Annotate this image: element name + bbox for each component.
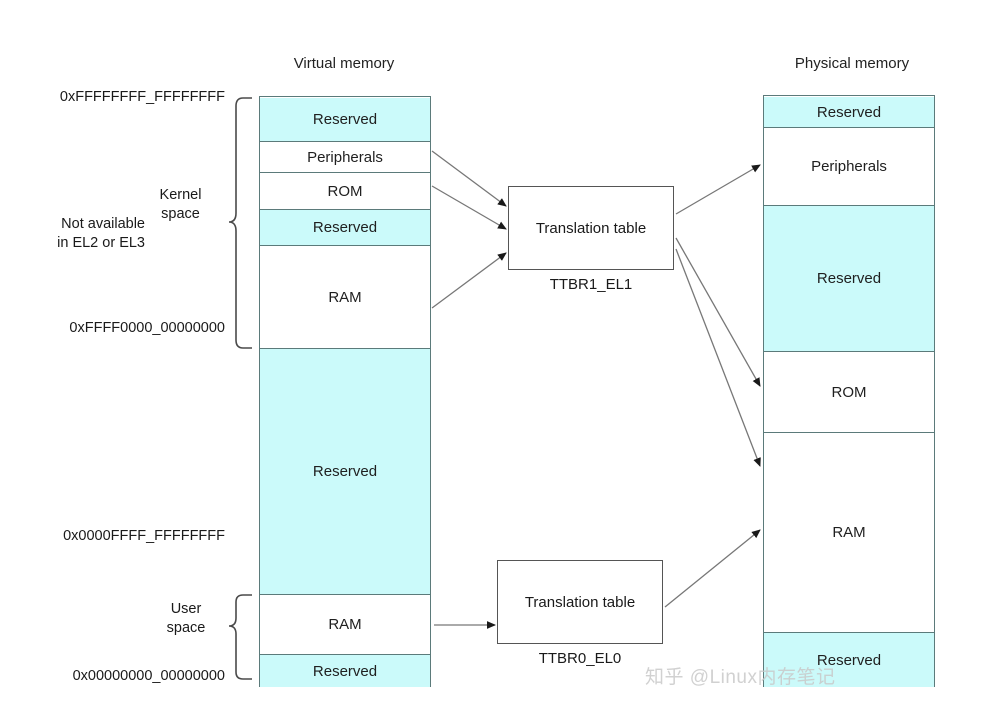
address-label-user-top: 0x0000FFFF_FFFFFFFF [63, 528, 225, 544]
physical-memory-block-label: Reserved [816, 651, 882, 669]
arrow-ttbr1-to-ram [675, 248, 761, 467]
translation-table-ttbr1-caption: TTBR1_EL1 [549, 276, 633, 293]
arrow-ttbr1-to-rom [675, 237, 761, 387]
address-label-kernel-base: 0xFFFF0000_00000000 [69, 320, 225, 336]
arrow-kernel-ram-to-ttbr1 [431, 252, 507, 309]
translation-table-ttbr0-caption: TTBR0_EL0 [538, 650, 622, 667]
physical-memory-block-reserved: Reserved [764, 97, 934, 128]
physical-memory-title: Physical memory [794, 55, 910, 72]
virtual-memory-block-peripherals: Peripherals [260, 142, 430, 173]
physical-memory-block-label: Reserved [816, 270, 882, 287]
translation-table-ttbr0-label: Translation table [524, 593, 636, 611]
virtual-memory-block-rom: ROM [260, 173, 430, 210]
physical-memory-block-reserved: Reserved [764, 206, 934, 352]
kernel-space-label: Kernel space [159, 187, 202, 223]
physical-memory-block-ram: RAM [764, 433, 934, 633]
virtual-memory-block-label: RAM [328, 616, 362, 633]
virtual-memory-block-label: Reserved [312, 463, 378, 480]
virtual-memory-block-ram: RAM [260, 595, 430, 655]
virtual-memory-block-reserved: Reserved [260, 349, 430, 595]
user-space-label: User space [166, 601, 206, 637]
physical-memory-block-label: RAM [832, 524, 866, 541]
user-space-brace [228, 594, 252, 680]
virtual-memory-block-label: ROM [327, 182, 363, 200]
virtual-memory-block-label: RAM [328, 288, 362, 306]
translation-table-ttbr0[interactable]: Translation table [497, 560, 663, 644]
virtual-memory-block-reserved: Reserved [260, 655, 430, 687]
virtual-memory-title: Virtual memory [293, 55, 395, 72]
arrow-rom-to-ttbr1 [431, 185, 507, 230]
arrow-ttbr1-to-peripherals [675, 164, 761, 215]
arrow-peripherals-to-ttbr1 [431, 150, 507, 207]
virtual-memory-block-label: Reserved [312, 662, 378, 680]
arrow-ttbr0-to-ram [664, 529, 761, 608]
physical-memory-block-label: Peripherals [811, 158, 887, 175]
virtual-memory-block-reserved: Reserved [260, 98, 430, 142]
physical-memory-block-label: Reserved [816, 103, 882, 121]
physical-memory-block-reserved: Reserved [764, 633, 934, 687]
not-available-label: Not available in EL2 or EL3 [57, 216, 145, 252]
virtual-memory-block-label: Reserved [312, 111, 378, 128]
virtual-memory-block-ram: RAM [260, 246, 430, 349]
physical-memory-block-label: ROM [831, 383, 867, 401]
physical-memory-block-peripherals: Peripherals [764, 128, 934, 206]
address-label-top: 0xFFFFFFFF_FFFFFFFF [59, 89, 225, 105]
virtual-memory-block-label: Peripherals [307, 148, 383, 166]
virtual-memory-block-label: Reserved [312, 219, 378, 236]
translation-table-ttbr1-label: Translation table [535, 219, 647, 237]
watermark: 知乎 @Linux内存笔记 [645, 667, 836, 688]
translation-table-ttbr1[interactable]: Translation table [508, 186, 674, 270]
address-label-bottom: 0x00000000_00000000 [72, 668, 225, 684]
physical-memory-block-rom: ROM [764, 352, 934, 433]
virtual-memory-block-reserved: Reserved [260, 210, 430, 246]
